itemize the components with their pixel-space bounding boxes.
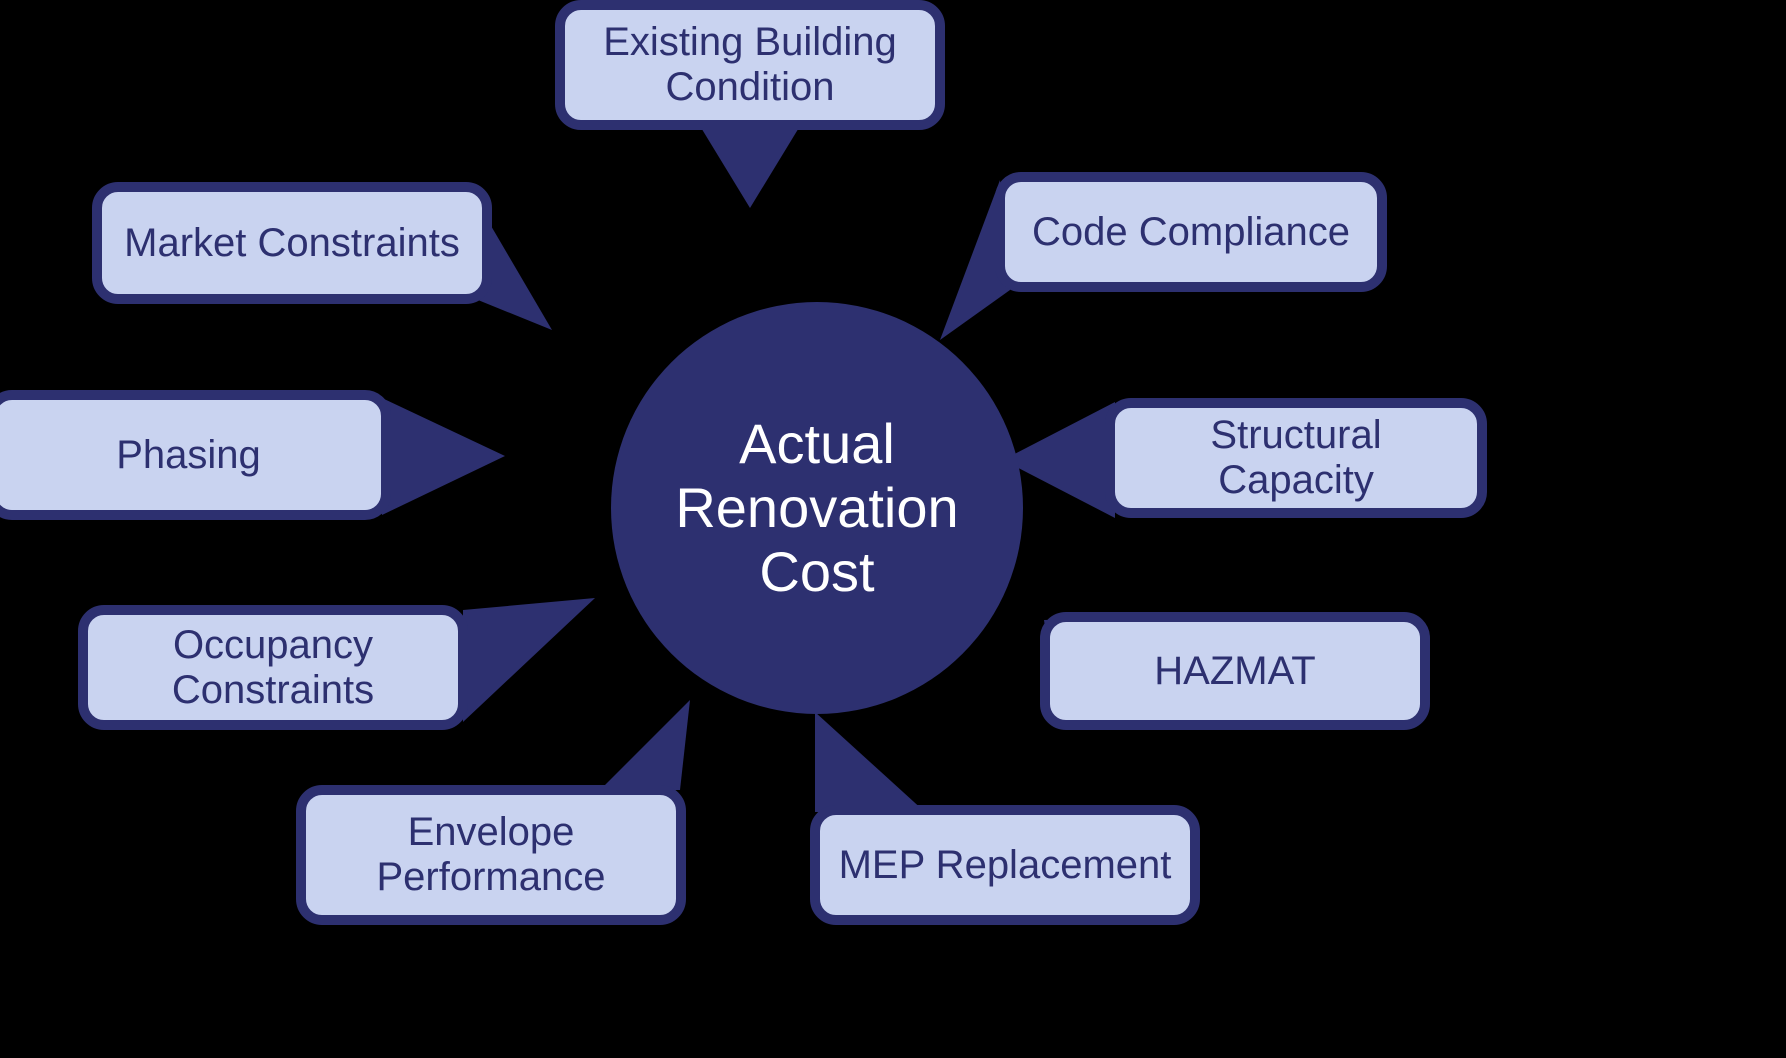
node-label: Market Constraints — [124, 220, 460, 265]
node-code-compliance[interactable]: Code Compliance — [995, 172, 1387, 292]
node-existing-building-condition[interactable]: Existing Building Condition — [555, 0, 945, 130]
arrow-envelope-performance — [600, 700, 690, 790]
arrow-occupancy-constraints — [463, 598, 595, 722]
arrow-code-compliance — [940, 180, 1010, 340]
node-occupancy-constraints[interactable]: Occupancy Constraints — [78, 605, 468, 730]
node-envelope-performance[interactable]: Envelope Performance — [296, 785, 686, 925]
hub-label: Actual Renovation Cost — [675, 412, 959, 603]
node-label: Code Compliance — [1032, 209, 1350, 254]
node-mep-replacement[interactable]: MEP Replacement — [810, 805, 1200, 925]
node-market-constraints[interactable]: Market Constraints — [92, 182, 492, 304]
node-label: Phasing — [116, 432, 261, 477]
node-label: Structural Capacity — [1210, 413, 1382, 502]
node-phasing[interactable]: Phasing — [0, 390, 391, 520]
arrow-structural-capacity — [1003, 402, 1115, 518]
arrow-phasing — [382, 398, 505, 515]
node-label: Envelope Performance — [376, 810, 606, 899]
node-label: Existing Building Condition — [603, 20, 897, 109]
arrow-existing-building-condition — [700, 126, 800, 208]
node-hazmat[interactable]: HAZMAT — [1040, 612, 1430, 730]
hub-actual-renovation-cost: Actual Renovation Cost — [611, 302, 1023, 714]
node-label: Occupancy Constraints — [171, 622, 375, 712]
node-structural-capacity[interactable]: Structural Capacity — [1105, 398, 1487, 518]
node-label: MEP Replacement — [838, 842, 1172, 887]
arrow-mep-replacement — [815, 712, 925, 812]
node-label: HAZMAT — [1154, 648, 1316, 693]
